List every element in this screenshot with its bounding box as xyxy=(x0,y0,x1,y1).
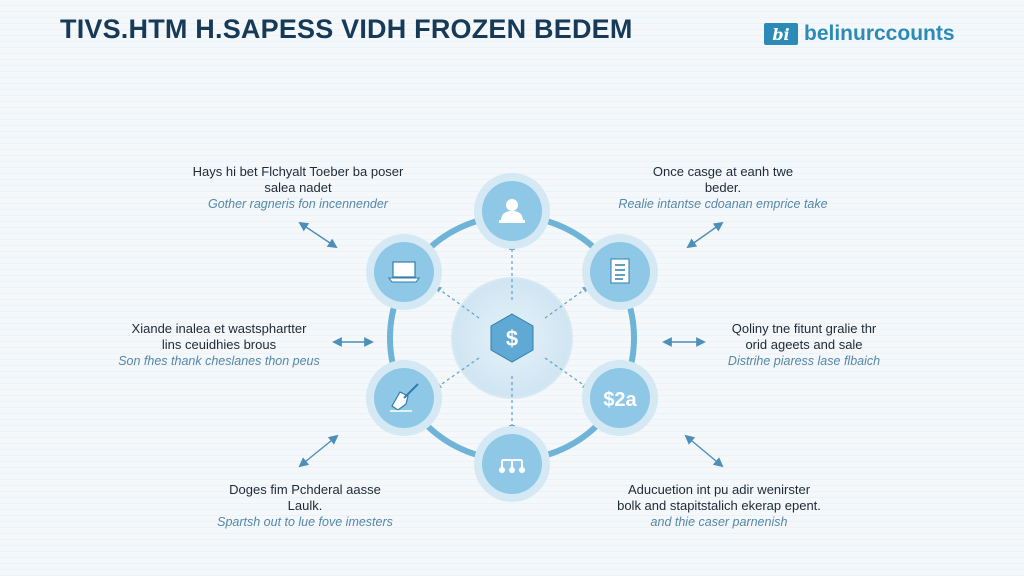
brand-logo-group: bi belinurccounts xyxy=(764,20,955,48)
laptop-icon xyxy=(388,261,420,283)
document-icon xyxy=(610,258,630,284)
network-icon xyxy=(499,459,525,473)
hand-pen-icon xyxy=(390,383,419,412)
label-top-left: Hays hi bet Flchyalt Toeber ba poser sal… xyxy=(192,164,404,211)
label-mid-left: Xiande inalea et wastsphartter lins ceui… xyxy=(118,321,320,368)
center-hexagon xyxy=(490,313,534,363)
center-dollar-text: $ xyxy=(506,326,518,351)
label-bottom-right: Aducuetion int pu adir wenirster bolk an… xyxy=(617,482,821,529)
label-bottom-left: Doges fim Pchderal aasse Laulk. Spartsh … xyxy=(217,482,393,529)
spoke-connectors xyxy=(434,243,590,432)
price-tag-icon: $2a xyxy=(603,389,637,411)
user-icon xyxy=(499,199,525,223)
label-mid-right: Qoliny tne fitunt gralie thr orid ageets… xyxy=(727,321,881,368)
label-arrows xyxy=(298,221,724,468)
brand-name: belinurccounts xyxy=(804,22,955,45)
brand-logo-icon: bi xyxy=(764,23,798,45)
label-top-right: Once casge at eanh twe beder. Realie int… xyxy=(618,164,828,211)
node-lower-right xyxy=(582,360,658,436)
page-title: TIVS.HTM H.SAPESS VIDH FROZEN BEDEM xyxy=(60,14,633,44)
